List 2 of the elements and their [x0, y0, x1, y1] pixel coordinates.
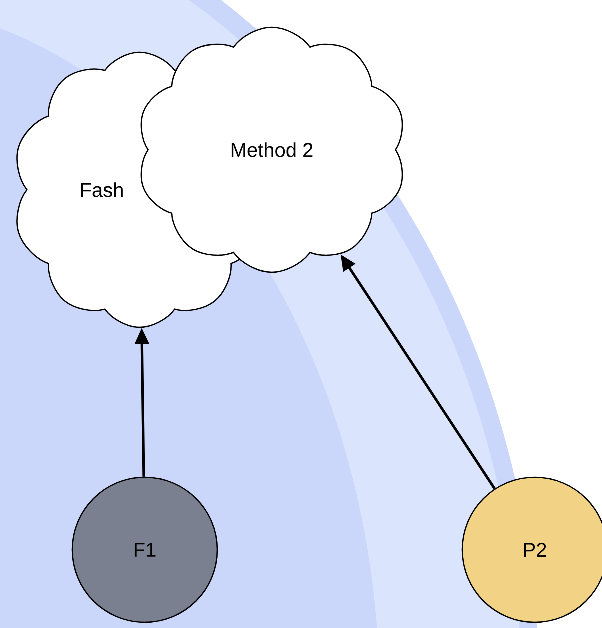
circle-node: F1	[72, 476, 218, 624]
circle-node: P2	[462, 476, 602, 624]
